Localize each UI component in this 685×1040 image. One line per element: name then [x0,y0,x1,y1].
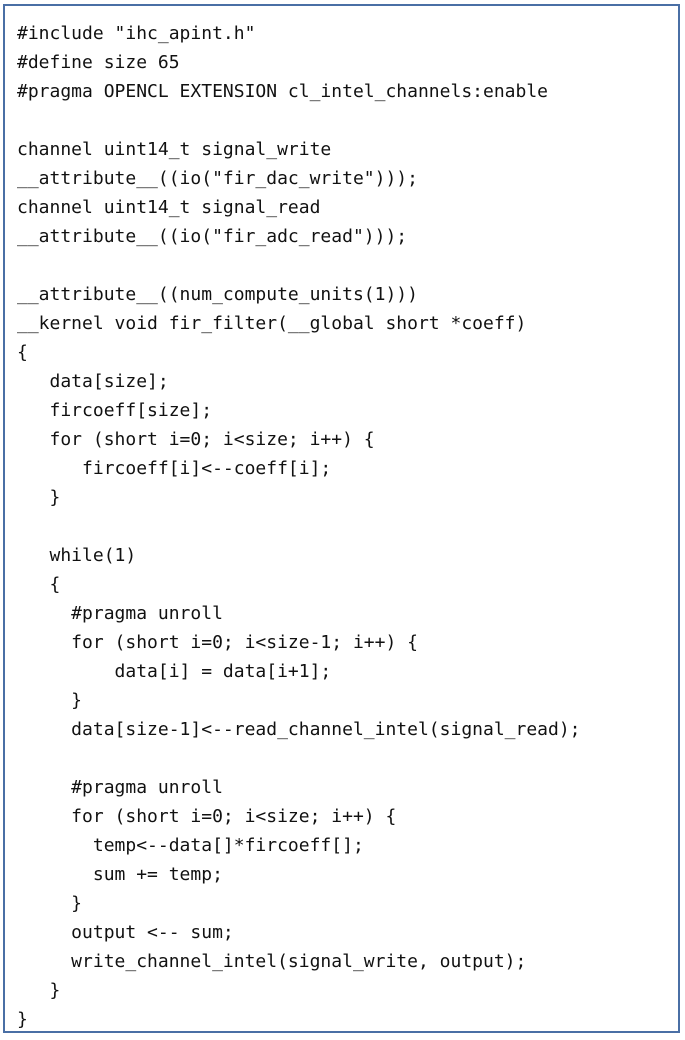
code-line-34: } [17,980,61,1001]
code-line-2: #define size 65 [17,52,180,73]
code-line-22: for (short i=0; i<size-1; i++) { [17,632,418,653]
code-line-11: __kernel void fir_filter(__global short … [17,313,527,334]
code-line-4 [17,106,581,135]
code-line-23: data[i] = data[i+1]; [17,661,332,682]
code-line-27: #pragma unroll [17,777,223,798]
code-line-35: } [17,1009,28,1030]
code-line-1: #include "ihc_apint.h" [17,23,256,44]
code-line-17: } [17,487,61,508]
code-line-7: channel uint14_t signal_read [17,197,321,218]
code-line-32: output <-- sum; [17,922,234,943]
code-line-10: __attribute__((num_compute_units(1))) [17,284,418,305]
code-line-12: { [17,342,28,363]
code-listing: #include "ihc_apint.h" #define size 65 #pr… [17,19,581,1034]
code-listing-box: #include "ihc_apint.h" #define size 65 #pr… [3,4,680,1033]
code-line-31: } [17,893,83,914]
code-line-33: write_channel_intel(signal_write, output… [17,951,527,972]
code-line-8: __attribute__((io("fir_adc_read"))); [17,226,408,247]
code-line-26 [17,744,581,773]
code-line-16: fircoeff[i]<--coeff[i]; [17,458,332,479]
code-line-20: { [17,574,61,595]
code-line-19: while(1) [17,545,137,566]
code-line-14: fircoeff[size]; [17,400,213,421]
code-line-5: channel uint14_t signal_write [17,139,332,160]
code-line-9 [17,251,581,280]
code-line-15: for (short i=0; i<size; i++) { [17,429,375,450]
code-line-21: #pragma unroll [17,603,223,624]
code-line-18 [17,512,581,541]
code-line-30: sum += temp; [17,864,223,885]
code-line-24: } [17,690,83,711]
code-line-3: #pragma OPENCL EXTENSION cl_intel_channe… [17,81,549,102]
code-line-29: temp<--data[]*fircoeff[]; [17,835,364,856]
code-line-13: data[size]; [17,371,169,392]
code-line-28: for (short i=0; i<size; i++) { [17,806,397,827]
code-line-25: data[size-1]<--read_channel_intel(signal… [17,719,581,740]
code-line-6: __attribute__((io("fir_dac_write"))); [17,168,418,189]
